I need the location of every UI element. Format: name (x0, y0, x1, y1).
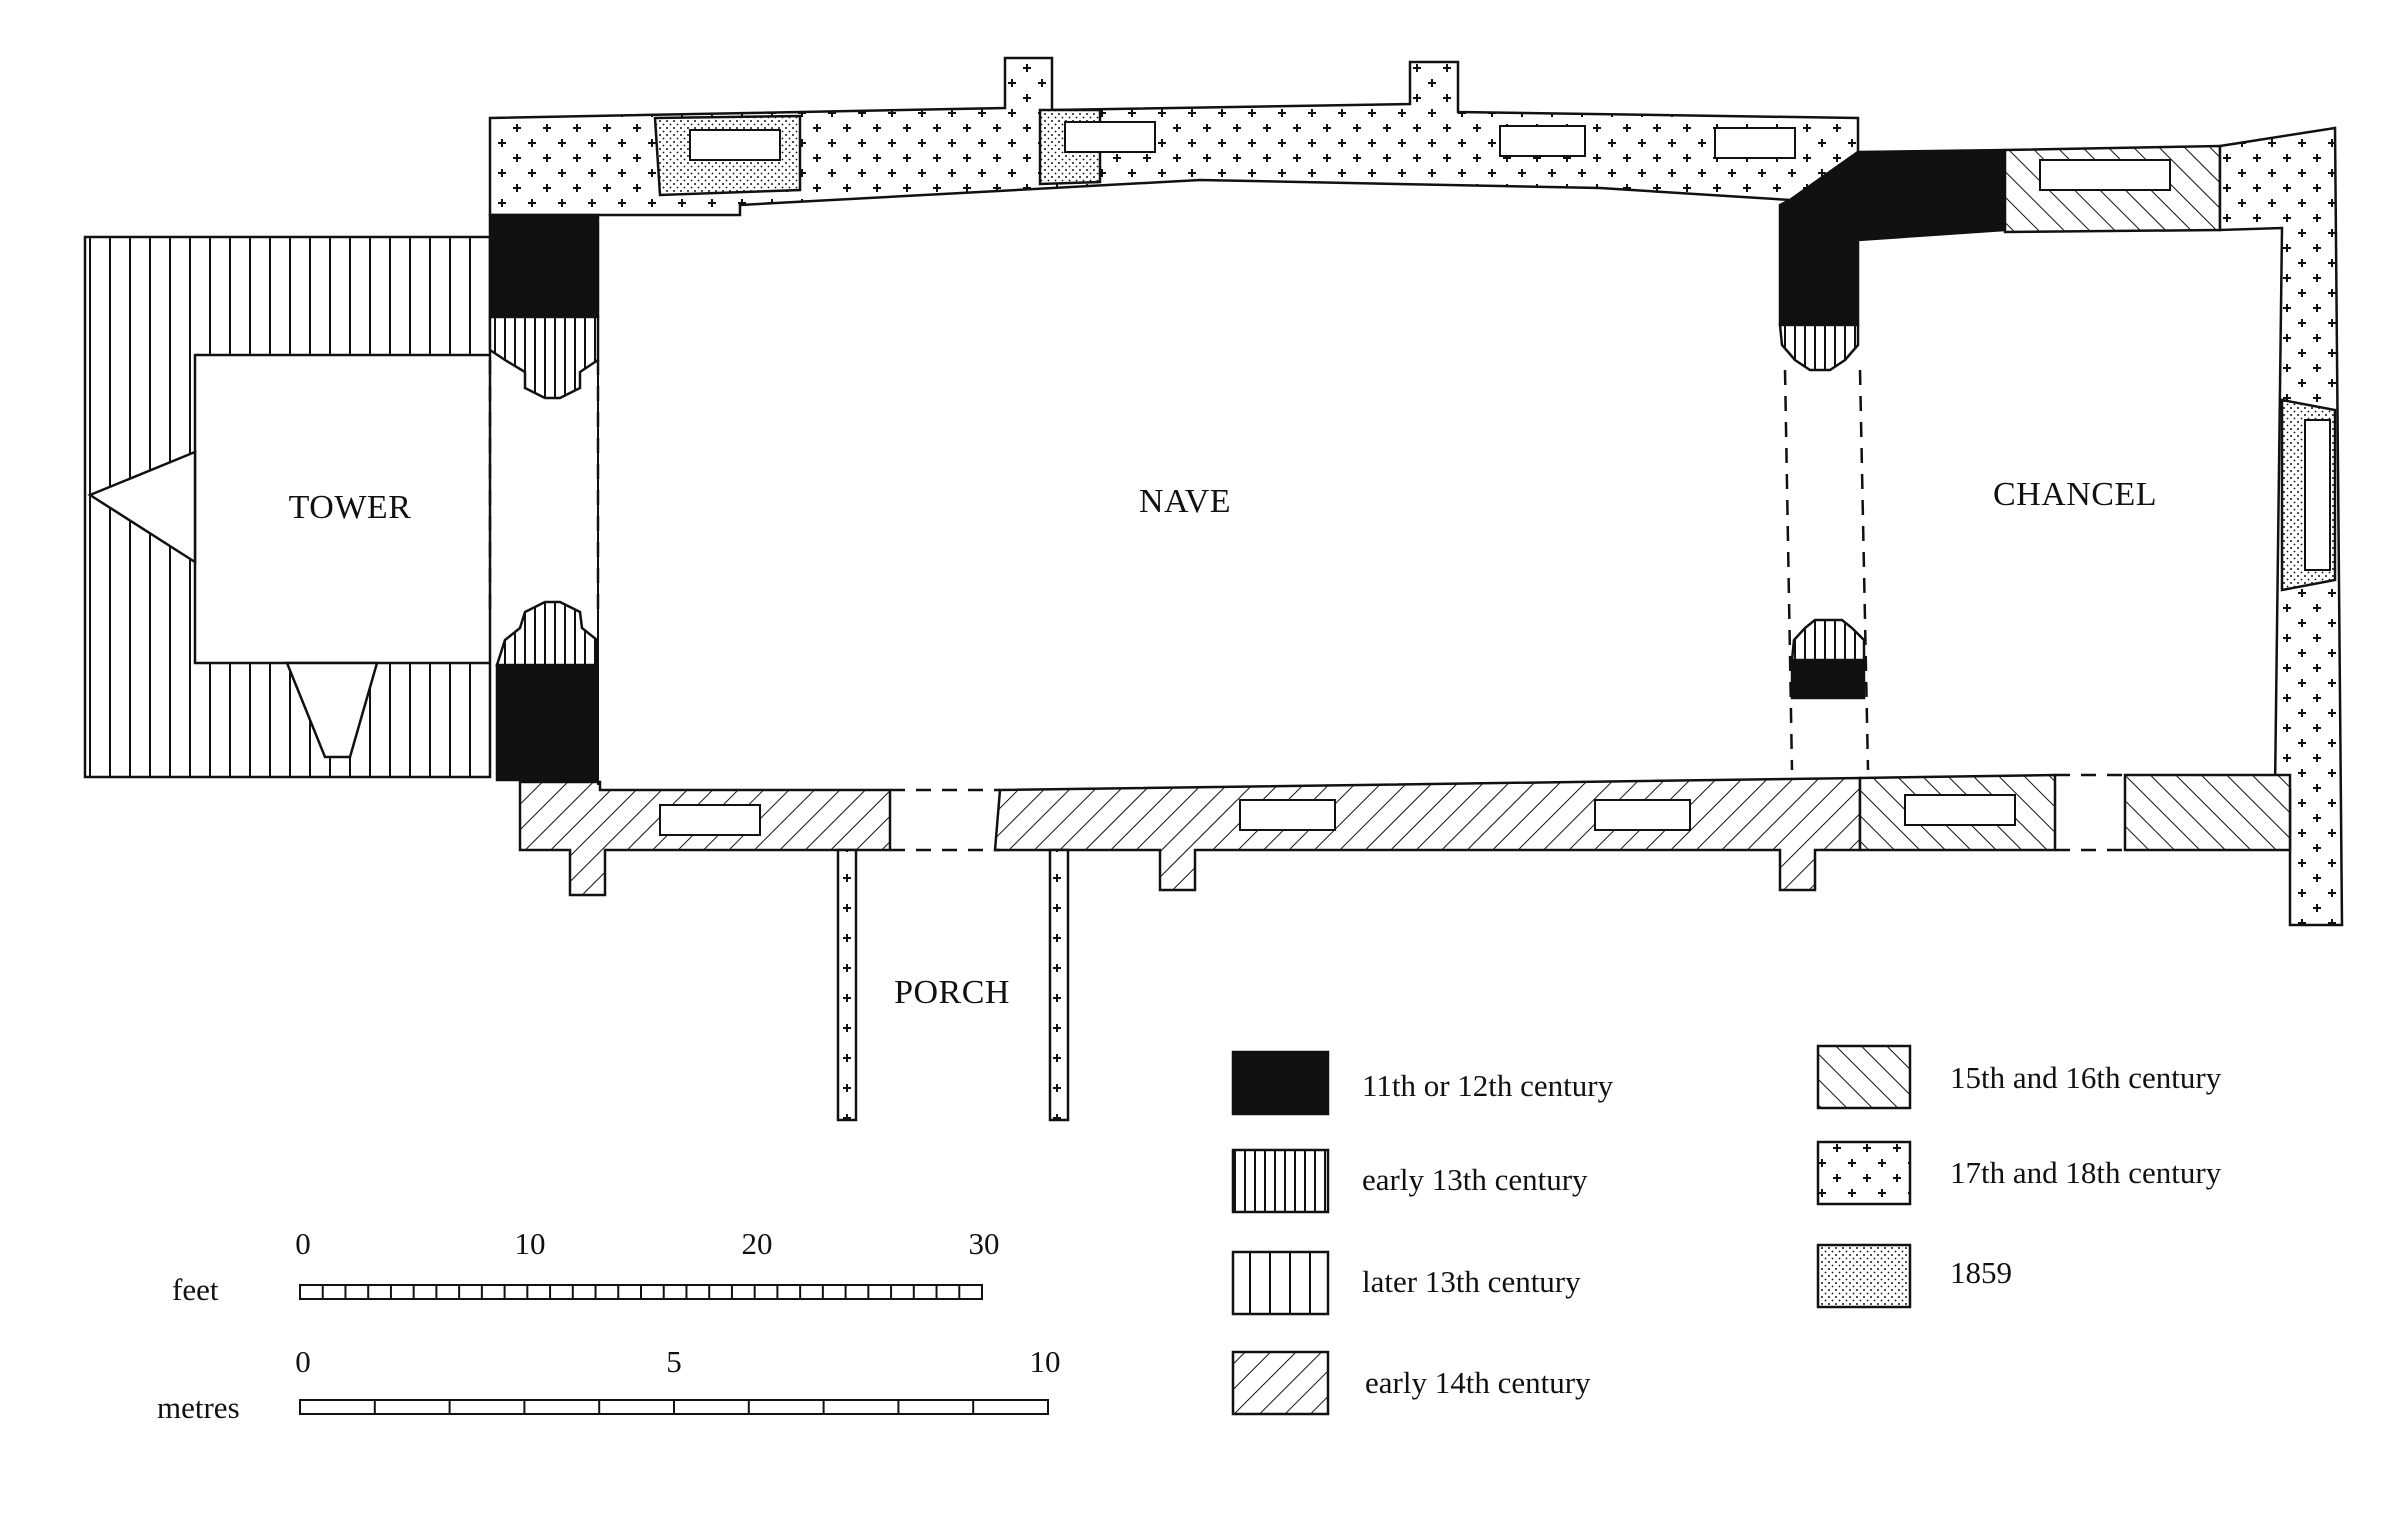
chancel-arch-south-early (1790, 658, 1866, 700)
nave-north-window-3 (1499, 125, 1586, 157)
room-label-porch: PORCH (894, 974, 1010, 1011)
nave-south-window-2 (1239, 799, 1336, 831)
room-label-chancel: CHANCEL (1993, 476, 2157, 513)
nave-north-window-1 (689, 129, 781, 161)
legend-label-e14: early 14th century (1365, 1365, 1591, 1400)
scale-feet-label: feet (172, 1272, 219, 1307)
room-label-tower: TOWER (289, 489, 412, 526)
scale-metres-label: metres (157, 1390, 240, 1425)
tower (83, 235, 492, 779)
nave-north-window-4 (1714, 127, 1796, 159)
chancel-arch-north-early (1778, 148, 2007, 327)
legend-label-c17: 17th and 18th century (1950, 1155, 2222, 1190)
chancel-arch (1778, 148, 2007, 771)
scale-metres-tick-5: 5 (666, 1344, 682, 1379)
chancel-arch-north-shafts (1778, 323, 1860, 372)
legend-swatch-e13 (1231, 1148, 1330, 1214)
legend-label-1859: 1859 (1950, 1255, 2012, 1290)
chancel-arch-line-1 (1783, 369, 1794, 771)
legend-swatch-e14 (1231, 1350, 1330, 1416)
west-respond-south-early (495, 663, 599, 782)
chancel-arch-south-shafts (1790, 618, 1866, 662)
west-respond-north-shafts (488, 315, 600, 400)
chancel-south-wall-east (2123, 773, 2292, 852)
legend-swatch-1859 (1816, 1243, 1912, 1309)
west-respond-north-early (488, 213, 600, 319)
nave-north-window-2 (1064, 121, 1156, 153)
legend-label-e13: early 13th century (1362, 1162, 1588, 1197)
nave-south-wall-east (993, 776, 1862, 892)
porch (836, 848, 1070, 1122)
nave-south-wall-west (518, 780, 892, 897)
legend-swatch-l13 (1231, 1250, 1330, 1316)
nave-north-wall (488, 56, 1860, 217)
legend: 11th or 12th century early 13th century … (1231, 1044, 2222, 1416)
scale-metres-tick-0: 0 (295, 1344, 311, 1379)
legend-swatch-c15 (1816, 1044, 1912, 1110)
scale-feet-tick-0: 0 (295, 1226, 311, 1261)
nave-south-window-3 (1594, 799, 1691, 831)
scale-bars: feet 0 10 20 30 metres 0 5 10 (157, 1226, 1061, 1425)
scale-feet-tick-20: 20 (742, 1226, 773, 1261)
legend-label-c11: 11th or 12th century (1362, 1068, 1614, 1103)
chancel-north-window (2039, 159, 2171, 191)
chancel-east-window (2304, 419, 2331, 571)
scale-metres-subdivisions (373, 1400, 975, 1414)
tower-arch (488, 213, 600, 785)
legend-swatch-c11 (1231, 1050, 1330, 1116)
chancel-arch-line-2 (1858, 369, 1870, 771)
porch-east-wall (1048, 848, 1070, 1122)
west-respond-south-shafts (495, 600, 599, 667)
chancel (1858, 126, 2344, 927)
scale-feet-subdivisions (321, 1285, 961, 1299)
scale-metres-tick-10: 10 (1030, 1344, 1061, 1379)
nave-south-wall (518, 776, 1862, 897)
tower-south-opening (285, 661, 379, 759)
porch-west-wall (836, 848, 858, 1122)
legend-swatch-c17 (1816, 1140, 1912, 1206)
room-label-nave: NAVE (1139, 483, 1231, 520)
nave-south-window-1 (659, 804, 761, 836)
scale-feet-tick-30: 30 (969, 1226, 1000, 1261)
tower-west-opening (87, 450, 197, 565)
legend-label-l13: later 13th century (1362, 1264, 1581, 1299)
legend-label-c15: 15th and 16th century (1950, 1060, 2222, 1095)
nave-north-wall-fill (488, 56, 1860, 217)
scale-feet-tick-10: 10 (515, 1226, 546, 1261)
chancel-south-window (1904, 794, 2016, 826)
